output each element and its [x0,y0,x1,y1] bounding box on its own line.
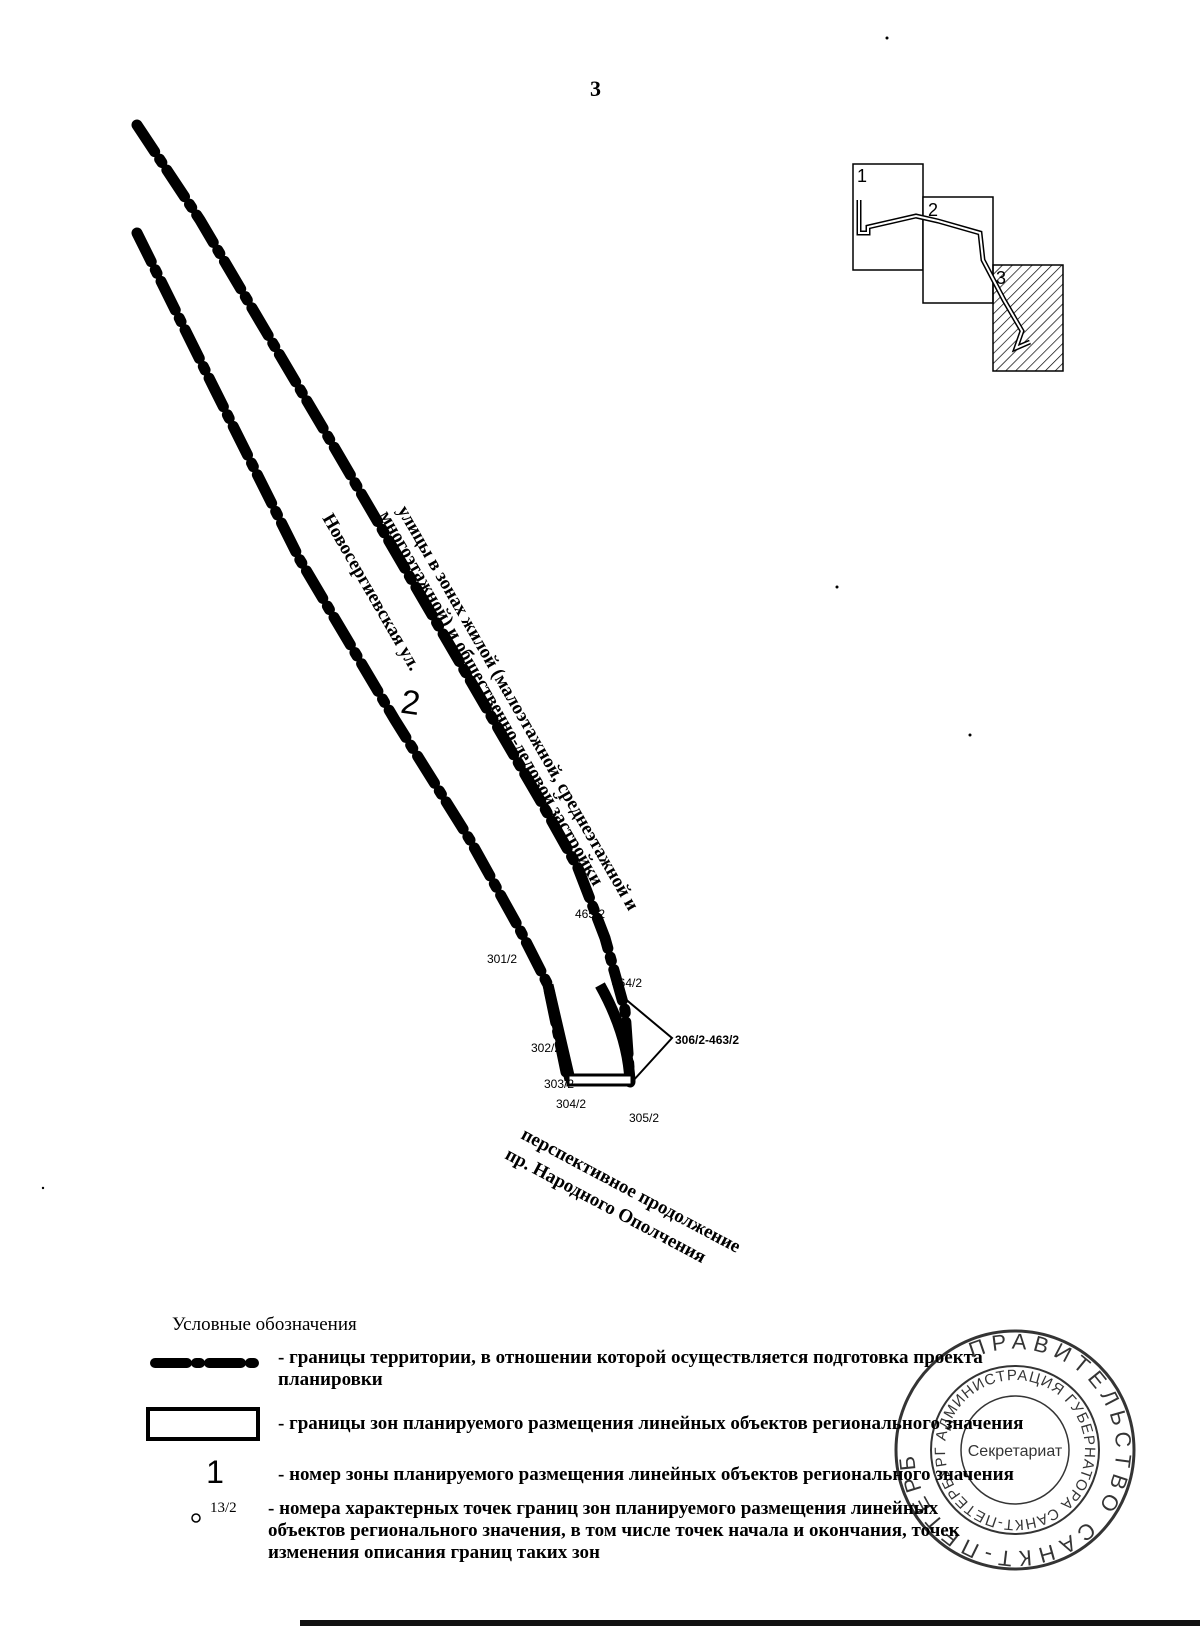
legend-item-point-numbers: - номера характерных точек границ зон пл… [268,1498,960,1563]
legend-symbol-zone-number: 1 [206,1454,224,1490]
page-number: 3 [590,76,601,101]
legend-item-zone-border: - границы зон планируемого размещения ли… [278,1413,1024,1434]
legend-symbol-point-label: 13/2 [210,1500,237,1516]
point-label-465: 465/2 [575,907,605,921]
legend-item-zone-number: - номер зоны планируемого размещения лин… [278,1464,1014,1485]
point-label-301: 301/2 [487,952,517,966]
territory-boundary-left [131,227,572,1078]
zone-bottom-bar [566,1073,634,1087]
legend-symbol-zone-box [146,1407,260,1441]
point-label-305: 305/2 [629,1111,659,1125]
zone-border-right-end [595,982,636,1083]
bottom-rule [300,1620,1200,1626]
zone-number-label: 2 [399,683,423,723]
stamp-center-text: Секретариат [968,1443,1063,1460]
point-label-306-463: 306/2-463/2 [675,1033,739,1047]
legend-symbol-point-circle [191,1513,201,1523]
point-label-303: 303/2 [544,1077,574,1091]
legend-item-territory: - границы территории, в отношении которо… [278,1347,983,1390]
point-306-triangle [616,991,674,1083]
street-label-zones-line1: улицы в зонах жилой (малоэтажной, средне… [393,502,643,914]
inset-sheet-3 [992,264,1064,372]
inset-label-1: 1 [857,166,867,186]
point-label-464: 464/2 [612,976,642,990]
inset-label-3: 3 [996,268,1006,288]
inset-key-map: 1 2 3 [852,163,1064,372]
zone-border-left-end [542,983,576,1082]
street-label-prospect-line1: перспективное продолжение [518,1124,744,1258]
legend-title: Условные обозначения [172,1314,357,1335]
point-label-304: 304/2 [556,1097,586,1111]
inset-label-2: 2 [928,200,938,220]
point-label-302: 302/2 [531,1041,561,1055]
territory-boundary-right [131,119,636,1088]
